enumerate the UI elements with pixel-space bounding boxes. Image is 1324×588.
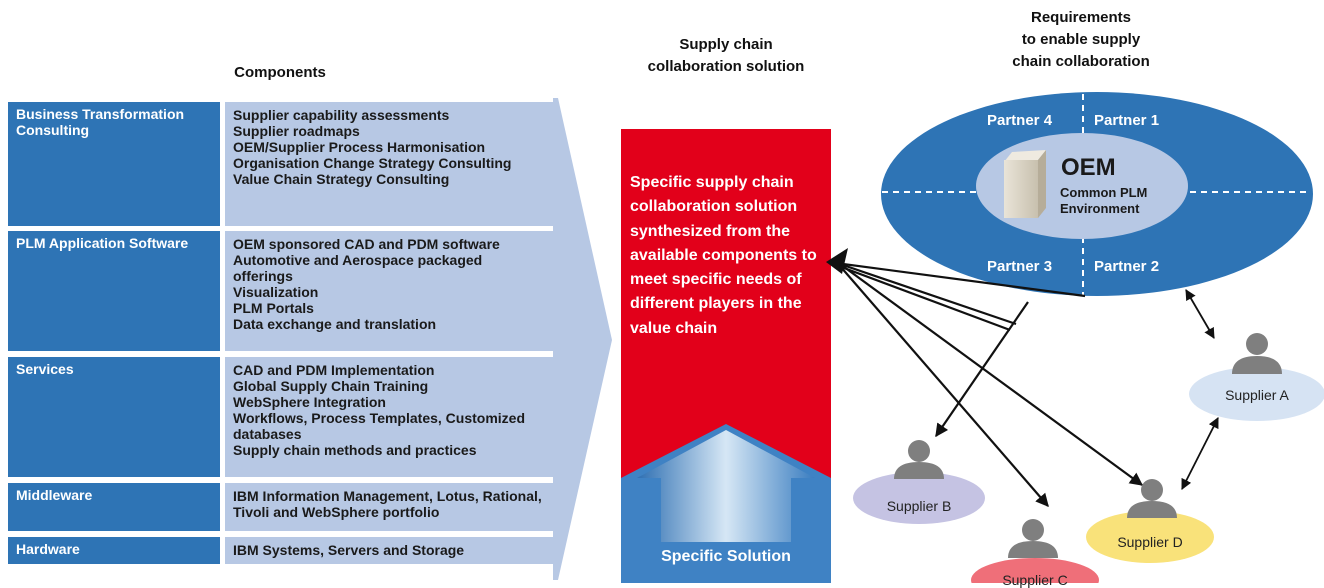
supplier-a-label: Supplier A: [1225, 387, 1289, 403]
supplier-d-node: [1086, 479, 1214, 563]
details-business-transformation-consulting: Supplier capability assessments Supplier…: [225, 102, 553, 226]
category-middleware: Middleware: [8, 483, 220, 531]
solution-label: Specific Solution: [661, 548, 791, 565]
supplier-b-node: [853, 440, 985, 524]
partner-3-label: Partner 3: [987, 258, 1053, 275]
list-item: OEM sponsored CAD and PDM software: [233, 236, 500, 252]
requirements-header: Requirements to enable supply chain coll…: [966, 7, 1196, 73]
supplier-b-label: Supplier B: [886, 498, 952, 514]
list-item: Value Chain Strategy Consulting: [233, 171, 450, 187]
list-item: IBM Information Management, Lotus, Ratio…: [233, 488, 542, 520]
list-item: Supply chain methods and practices: [233, 442, 477, 458]
details-hardware: IBM Systems, Servers and Storage: [225, 537, 553, 564]
list-item: IBM Systems, Servers and Storage: [233, 542, 465, 558]
list-item: Data exchange and translation: [233, 316, 437, 332]
up-arrow-icon: [621, 424, 831, 583]
supplier-a-node: [1189, 333, 1324, 421]
solution-header-line1: Supply chain: [679, 36, 773, 53]
category-plm-application-software: PLM Application Software: [8, 231, 220, 351]
requirements-header-line3: chain collaboration: [1012, 53, 1150, 70]
list-item: PLM Portals: [233, 300, 314, 316]
supplier-c-label: Supplier C: [1002, 572, 1068, 588]
partner-2-label: Partner 2: [1094, 258, 1160, 275]
list-item: Workflows, Process Templates, Customized…: [233, 410, 526, 442]
list-item: OEM/Supplier Process Harmonisation: [233, 139, 486, 155]
category-hardware: Hardware: [8, 537, 220, 564]
list-item: Automotive and Aerospace packaged offeri…: [233, 252, 483, 284]
requirements-header-line1: Requirements: [1030, 9, 1132, 26]
oem-subtitle: Common PLM Environment: [1060, 185, 1148, 216]
requirements-header-line2: to enable supply: [1021, 31, 1141, 48]
list-item: Supplier roadmaps: [233, 123, 360, 139]
supplier-d-label: Supplier D: [1117, 534, 1183, 550]
list-item: Supplier capability assessments: [233, 107, 450, 123]
supplier-c-node: [971, 519, 1099, 583]
list-item: Visualization: [233, 284, 319, 300]
list-item: CAD and PDM Implementation: [233, 362, 435, 378]
server-icon: [1004, 150, 1046, 218]
category-services: Services: [8, 357, 220, 477]
partner-4-label: Partner 4: [987, 112, 1053, 129]
partner-1-label: Partner 1: [1094, 112, 1160, 129]
details-middleware: IBM Information Management, Lotus, Ratio…: [225, 483, 553, 531]
solution-header-line2: collaboration solution: [647, 58, 805, 75]
details-services: CAD and PDM Implementation Global Supply…: [225, 357, 553, 477]
oem-title: OEM: [1061, 154, 1116, 181]
components-header: Components: [234, 64, 326, 81]
details-plm-application-software: OEM sponsored CAD and PDM software Autom…: [225, 231, 553, 351]
list-item: Global Supply Chain Training: [233, 378, 429, 394]
list-item: Organisation Change Strategy Consulting: [233, 155, 512, 171]
solution-description: Specific supply chain collaboration solu…: [630, 174, 817, 337]
solution-header: Supply chain collaboration solution: [586, 34, 866, 78]
category-business-transformation-consulting: Business Transformation Consulting: [8, 102, 220, 226]
list-item: WebSphere Integration: [233, 394, 386, 410]
